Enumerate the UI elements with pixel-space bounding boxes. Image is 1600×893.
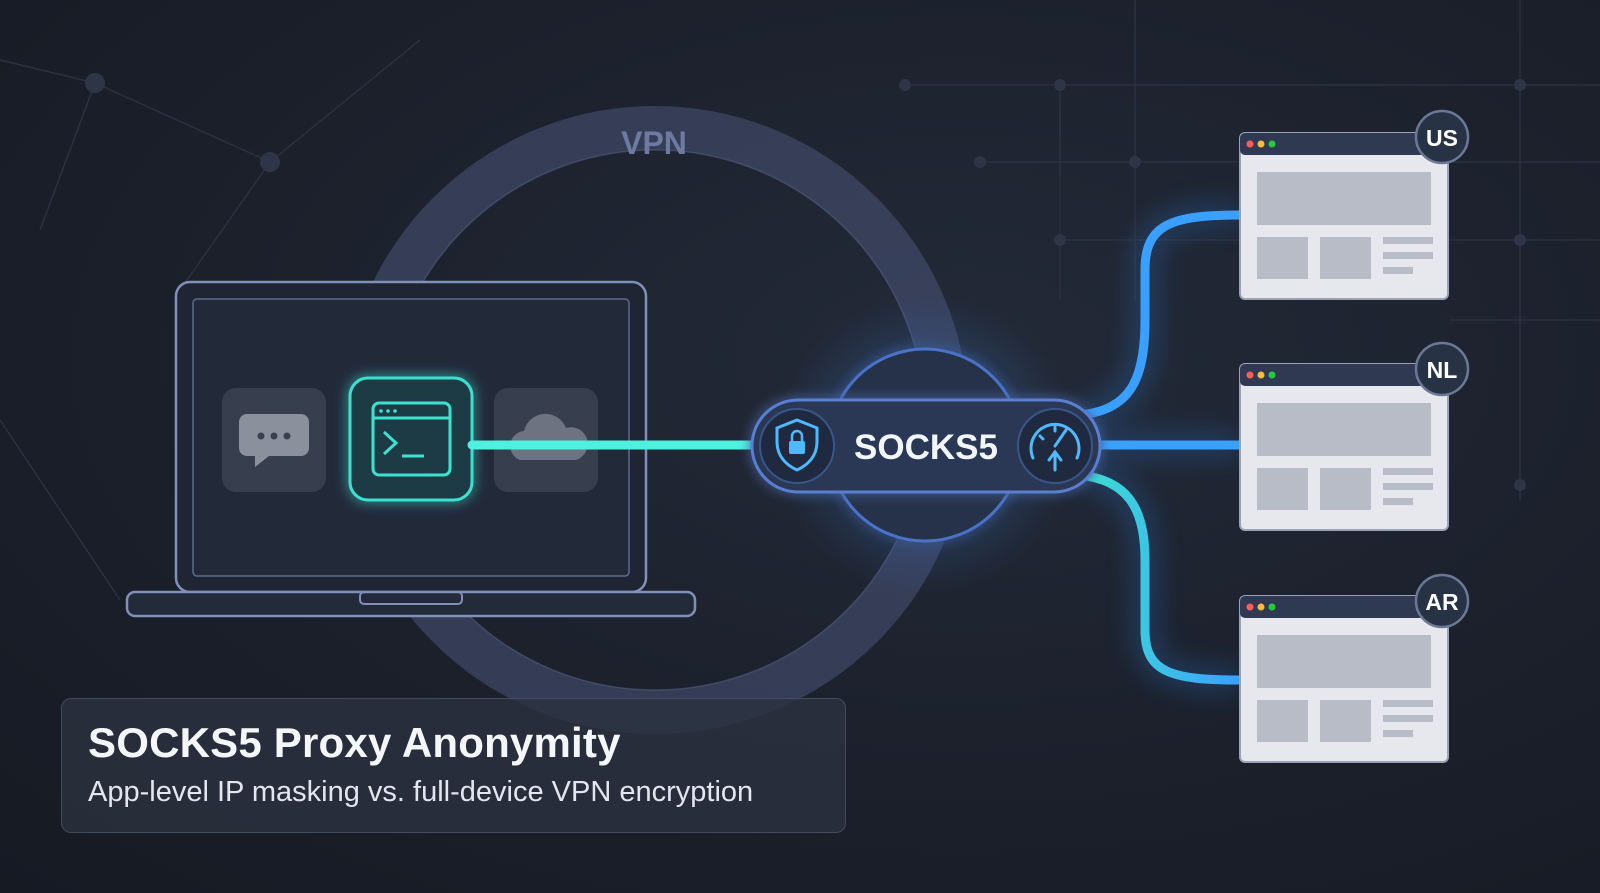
destination-ar[interactable]: AR <box>1239 573 1470 763</box>
app-chat[interactable] <box>222 388 326 492</box>
location-label-ar: AR <box>1425 589 1459 615</box>
shield-lock-icon <box>775 418 819 472</box>
proxy-link-ar <box>1075 470 1245 685</box>
location-badge-nl <box>1414 341 1470 397</box>
caption-title: SOCKS5 Proxy Anonymity <box>88 719 621 766</box>
location-label-nl: NL <box>1427 357 1458 383</box>
proxy-link-us <box>1075 210 1245 420</box>
destination-nl[interactable]: NL <box>1239 341 1470 531</box>
proxy-links <box>1075 210 1245 685</box>
laptop-trackpad-notch <box>359 591 463 605</box>
location-label-us: US <box>1426 125 1458 151</box>
app-terminal[interactable] <box>348 376 474 502</box>
terminal-window-icon <box>371 401 452 477</box>
vpn-ring-label: VPN <box>621 125 687 161</box>
caption-card: SOCKS5 Proxy Anonymity App-level IP mask… <box>61 698 846 833</box>
location-badge-ar <box>1414 573 1470 629</box>
destination-us[interactable]: US <box>1239 109 1470 300</box>
proxy-label: SOCKS5 <box>854 428 998 467</box>
location-badge-us <box>1414 109 1470 165</box>
proxy-pill[interactable]: SOCKS5 <box>750 398 1102 494</box>
caption-subtitle: App-level IP masking vs. full-device VPN… <box>88 776 754 809</box>
background-nodes <box>85 73 1526 491</box>
speedometer-icon <box>1029 422 1081 472</box>
chat-bubble-icon <box>239 414 309 467</box>
